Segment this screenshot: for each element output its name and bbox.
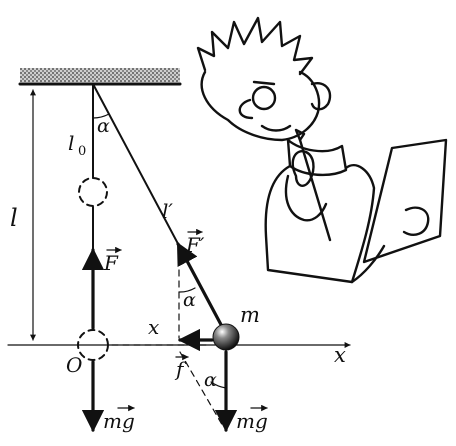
decomposition-dashed-1 (179, 351, 225, 429)
label-f: f (174, 357, 187, 381)
clipboard (362, 138, 448, 264)
label-F-group: F (103, 246, 122, 275)
label-F-prime: F′ (185, 233, 205, 257)
label-mg-left: mg (103, 409, 135, 433)
label-alpha-mid: α (183, 289, 196, 311)
label-F-prime-group: F′ (185, 228, 205, 257)
angle-arc-bottom (210, 381, 227, 389)
label-m: m (240, 303, 260, 327)
eye (251, 85, 277, 111)
label-l: l (10, 204, 18, 232)
label-mg-left-group: mg (103, 404, 135, 433)
label-x-distance: x (148, 315, 159, 339)
pen (298, 138, 332, 242)
label-origin-O: O (66, 353, 82, 377)
label-alpha-bottom: α (204, 369, 217, 391)
ear (310, 82, 332, 111)
mouth (260, 124, 292, 132)
eyebrow (252, 80, 276, 86)
angle-arc-top (92, 113, 110, 119)
head (200, 70, 321, 142)
label-f-group: f (174, 353, 189, 381)
ghost-ball-upper (78, 177, 108, 207)
sleeve (350, 244, 386, 284)
angle-arc-mid (178, 287, 196, 293)
label-F: F (103, 251, 119, 275)
hair (196, 16, 314, 76)
cartoon-student-illustration (196, 16, 448, 284)
label-l-prime: l′ (162, 199, 173, 223)
label-mg-right-group: mg (236, 404, 268, 433)
label-alpha-top: α (97, 115, 110, 137)
pen-tip (294, 128, 306, 142)
ceiling-support (20, 68, 180, 82)
arm (284, 174, 328, 222)
label-mg-right: mg (236, 409, 268, 433)
force-F-prime-arrow (176, 242, 228, 336)
label-l0-subscript: 0 (78, 144, 86, 159)
hand (291, 150, 315, 187)
pendulum-ball (212, 323, 240, 351)
collar (286, 138, 348, 177)
label-l0: l (68, 131, 74, 155)
body (264, 164, 376, 284)
clipboard-hand (402, 206, 430, 236)
nose (238, 98, 254, 120)
label-x-axis: x (334, 343, 346, 367)
